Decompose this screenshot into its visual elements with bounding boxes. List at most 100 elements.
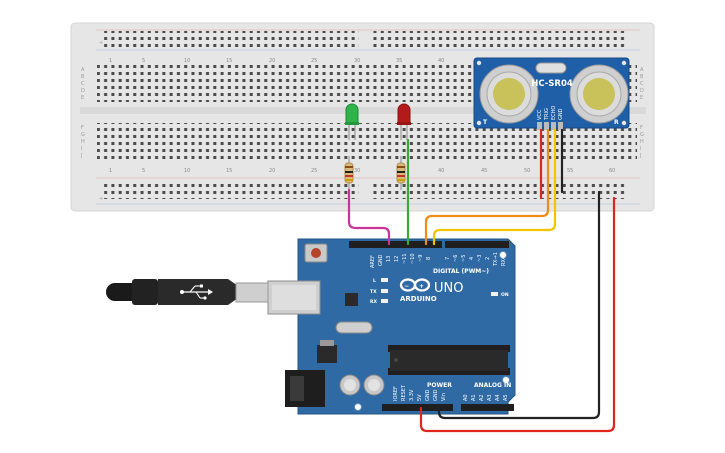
pin-7: 7 bbox=[445, 257, 451, 260]
pin-vin: Vin bbox=[441, 393, 447, 401]
resistor-2[interactable] bbox=[396, 156, 406, 190]
pin-label-vcc: VCC bbox=[537, 109, 543, 120]
row-letter: J bbox=[639, 153, 641, 159]
row-letter: H bbox=[81, 139, 85, 145]
col-num: 45 bbox=[481, 168, 487, 174]
pin-a5: A5 bbox=[503, 394, 509, 401]
row-letter: F bbox=[640, 125, 643, 131]
usb-b-port[interactable] bbox=[267, 280, 321, 315]
col-num: 20 bbox=[269, 58, 275, 64]
pin-9: ~9 bbox=[418, 255, 424, 262]
pin-5v: 5V bbox=[417, 394, 423, 401]
pin-13: 13 bbox=[386, 256, 392, 262]
row-letter: B bbox=[81, 74, 85, 80]
pin-a3: A3 bbox=[487, 394, 493, 401]
sensor-t-label: T bbox=[483, 119, 488, 126]
pin-gnd-2: GND bbox=[433, 389, 439, 401]
pin-10: ~10 bbox=[410, 253, 416, 264]
pin-gnd: GND bbox=[378, 254, 384, 266]
led-l-label: L bbox=[373, 278, 376, 284]
row-letter: G bbox=[640, 132, 644, 138]
rail-plus-mark-bottom: + bbox=[99, 196, 103, 202]
col-num: 40 bbox=[438, 168, 444, 174]
wire-orange[interactable] bbox=[424, 128, 550, 246]
pin-a4: A4 bbox=[495, 394, 501, 401]
col-num: 10 bbox=[184, 168, 190, 174]
pin-label-echo: ECHO bbox=[551, 106, 557, 120]
top-power-rail[interactable] bbox=[96, 29, 640, 51]
led-green[interactable] bbox=[345, 103, 359, 140]
col-num: 50 bbox=[524, 168, 530, 174]
col-num: 25 bbox=[311, 58, 317, 64]
bottom-power-rail[interactable] bbox=[96, 177, 640, 205]
pin-2: 2 bbox=[485, 257, 491, 260]
row-letter: A bbox=[81, 67, 85, 73]
power-header[interactable] bbox=[382, 404, 453, 411]
wire-red-5v[interactable] bbox=[419, 196, 616, 433]
pin-6: ~6 bbox=[453, 255, 459, 262]
crystal-oscillator bbox=[535, 62, 567, 74]
status-leds: L TX RX ON bbox=[370, 278, 509, 305]
row-letter: I bbox=[640, 146, 641, 152]
pin-a2: A2 bbox=[479, 394, 485, 401]
digital-header[interactable] bbox=[349, 241, 509, 248]
analog-pin-labels: A0 A1 A2 A3 A4 A5 bbox=[463, 394, 509, 401]
col-num: 30 bbox=[354, 58, 360, 64]
row-letter: C bbox=[640, 81, 644, 87]
arduino-uno-board[interactable]: L TX RX ON AREF GND 13 12 ~11 ~10 ~9 8 7… bbox=[267, 238, 516, 415]
row-letter: I bbox=[81, 146, 82, 152]
pin-a0: A0 bbox=[463, 394, 469, 401]
pin-gnd-1: GND bbox=[425, 389, 431, 401]
analog-header[interactable] bbox=[461, 404, 514, 411]
col-num: 40 bbox=[438, 58, 444, 64]
col-num: 55 bbox=[567, 168, 573, 174]
row-letter: B bbox=[640, 74, 644, 80]
sensor-pins[interactable] bbox=[537, 122, 563, 130]
pin-3: ~3 bbox=[477, 255, 483, 262]
arduino-brand-label: ARDUINO bbox=[400, 295, 437, 303]
pin-12: 12 bbox=[394, 256, 400, 262]
row-letters-left: A B C D E F G H I J bbox=[80, 67, 85, 159]
col-num: 5 bbox=[142, 58, 145, 64]
digital-pin-labels: AREF GND 13 12 ~11 ~10 ~9 8 7 ~6 ~5 4 ~3… bbox=[370, 252, 507, 268]
pin-4: 4 bbox=[469, 257, 475, 260]
atmega-chip bbox=[388, 345, 510, 375]
row-letter: C bbox=[81, 81, 85, 87]
center-channel bbox=[80, 107, 646, 114]
col-num: 1 bbox=[109, 168, 112, 174]
pin-5: ~5 bbox=[461, 255, 467, 262]
col-num: 5 bbox=[142, 168, 145, 174]
pin-0: RX←0 bbox=[501, 252, 507, 266]
sensor-r-label: R bbox=[614, 119, 619, 126]
arduino-model-label: UNO bbox=[434, 281, 463, 296]
transducer-right bbox=[569, 64, 629, 124]
col-num: 60 bbox=[609, 168, 615, 174]
led-rx-label: RX bbox=[370, 299, 377, 305]
voltage-regulator bbox=[317, 345, 337, 363]
on-led-label: ON bbox=[501, 292, 509, 298]
row-letter: D bbox=[81, 88, 85, 94]
row-letter: A bbox=[640, 67, 644, 73]
on-led bbox=[491, 292, 498, 296]
rail-plus-mark: + bbox=[99, 40, 103, 46]
led-red[interactable] bbox=[397, 103, 411, 140]
col-num: 35 bbox=[396, 58, 402, 64]
usb-symbol-icon bbox=[180, 284, 213, 300]
arduino-infinity-logo: − + bbox=[399, 278, 431, 292]
pin-ioref: IOREF bbox=[393, 386, 399, 401]
col-num: 15 bbox=[226, 58, 232, 64]
wire-magenta[interactable] bbox=[347, 188, 391, 246]
analog-in-label: ANALOG IN bbox=[474, 382, 511, 389]
usb-cable[interactable] bbox=[106, 279, 269, 305]
wire-black-ground[interactable] bbox=[437, 190, 601, 420]
ultrasonic-sensor[interactable]: HC-SR04 T R VCC TRIG ECHO GND bbox=[473, 57, 630, 130]
row-letter: H bbox=[640, 139, 644, 145]
pin-reset: RESET bbox=[401, 384, 407, 401]
resistor-1[interactable] bbox=[344, 156, 354, 190]
row-letter: E bbox=[81, 95, 84, 101]
crystal bbox=[335, 321, 373, 334]
reset-button[interactable] bbox=[304, 243, 328, 263]
wire-yellow[interactable] bbox=[432, 128, 557, 246]
dc-power-jack[interactable] bbox=[285, 370, 325, 407]
pin-8: 8 bbox=[426, 257, 432, 260]
